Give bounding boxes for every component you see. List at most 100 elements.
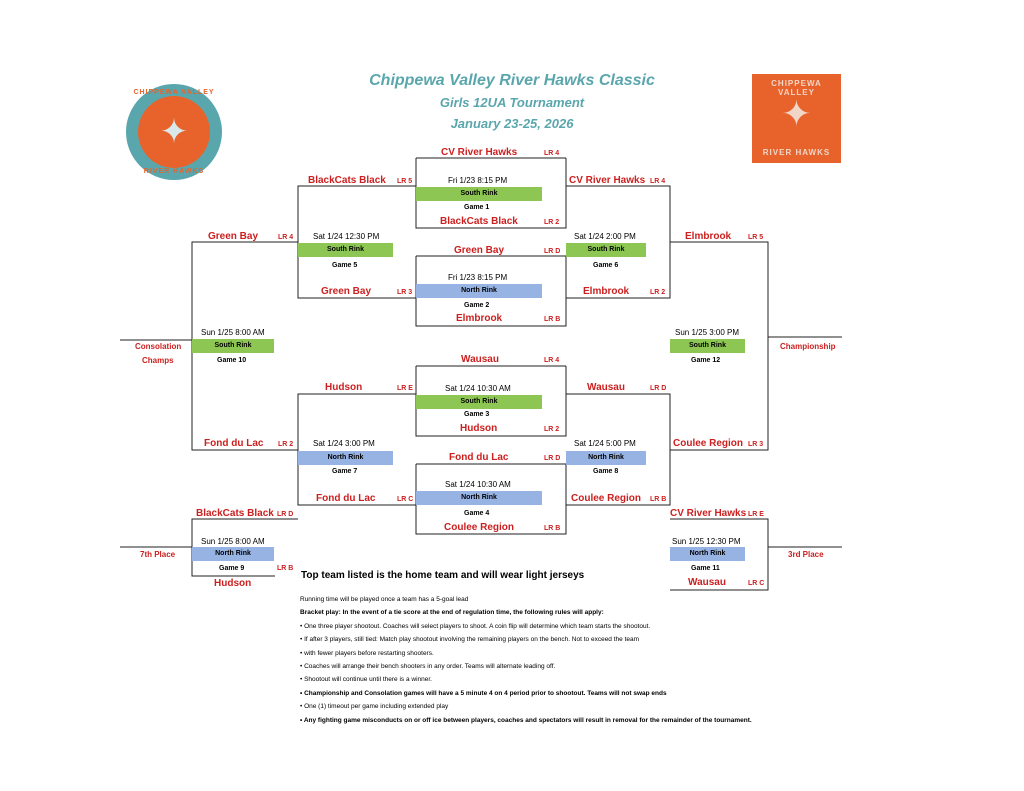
bracket-line-g11	[670, 518, 769, 591]
hawk-icon: ✦	[138, 96, 210, 168]
logo-left: CHIPPEWA VALLEY ✦ RIVER HAWKS	[126, 84, 222, 180]
locker-room: LR 3	[748, 441, 764, 448]
game-number: Game 3	[464, 411, 490, 418]
game-number: Game 8	[593, 468, 619, 475]
page-title: Chippewa Valley River Hawks Classic	[369, 72, 655, 89]
game-time: Fri 1/23 8:15 PM	[448, 273, 508, 282]
game-number: Game 6	[593, 262, 619, 269]
game-number: Game 9	[219, 565, 245, 572]
rule-item: • Any fighting game misconducts on or of…	[300, 716, 752, 724]
team-name: Green Bay	[321, 286, 372, 297]
logo-left-top-text: CHIPPEWA VALLEY	[133, 89, 215, 96]
game-number: Game 10	[217, 357, 247, 364]
rink-label: North Rink	[566, 451, 646, 465]
team-name: Wausau	[688, 577, 726, 588]
bracket-line-g12	[670, 241, 769, 451]
locker-room: LR 4	[650, 178, 666, 185]
rink-label: North Rink	[192, 547, 274, 561]
team-name: Wausau	[461, 354, 499, 365]
rule-item: • One three player shootout. Coaches wil…	[300, 622, 651, 630]
rink-label: North Rink	[416, 284, 542, 298]
page-subtitle: Girls 12UA Tournament	[439, 95, 585, 110]
team-name: Elmbrook	[583, 286, 630, 297]
locker-room: LR B	[277, 565, 294, 572]
third-place-label: 3rd Place	[788, 550, 824, 559]
rule-item: • One (1) timeout per game including ext…	[300, 703, 449, 711]
rink-label: South Rink	[670, 339, 745, 353]
event-dates: January 23-25, 2026	[450, 116, 574, 131]
team-name: CV River Hawks	[441, 147, 518, 158]
locker-room: LR 5	[397, 178, 413, 185]
bracket-line-g5	[297, 185, 416, 299]
logo-right-top-text: CHIPPEWA VALLEY	[771, 79, 822, 97]
team-name: Coulee Region	[571, 493, 642, 504]
team-name: Coulee Region	[673, 438, 744, 449]
locker-room: LR 3	[397, 289, 413, 296]
game-time: Sat 1/24 5:00 PM	[574, 439, 636, 448]
game-time: Sat 1/24 12:30 PM	[313, 232, 380, 241]
locker-room: LR D	[277, 511, 294, 518]
locker-room: LR 2	[278, 441, 294, 448]
rink-label: North Rink	[298, 451, 393, 465]
locker-room: LR B	[650, 496, 667, 503]
rink-label: South Rink	[416, 187, 542, 201]
team-name: Hudson	[214, 578, 252, 589]
consolation-label: Consolation	[135, 342, 182, 351]
game-number: Game 1	[464, 204, 490, 211]
game-time: Sat 1/24 10:30 AM	[445, 384, 511, 393]
seventh-place-label: 7th Place	[140, 550, 176, 559]
hawk-icon: ✦	[781, 93, 812, 134]
game-number: Game 12	[691, 357, 721, 364]
team-name: Hudson	[460, 423, 498, 434]
locker-room: LR E	[397, 385, 413, 392]
game-time: Sun 1/25 12:30 PM	[672, 537, 741, 546]
game-time: Sun 1/25 8:00 AM	[201, 537, 265, 546]
bracket-line-g7	[297, 393, 416, 506]
game-number: Game 4	[464, 510, 490, 517]
locker-room: LR 2	[544, 426, 560, 433]
locker-room: LR B	[544, 525, 561, 532]
locker-room: LR D	[544, 248, 561, 255]
locker-room: LR E	[748, 511, 764, 518]
team-name: Green Bay	[454, 245, 505, 256]
home-team-note: Top team listed is the home team and wil…	[301, 570, 585, 581]
game-time: Sat 1/24 2:00 PM	[574, 232, 636, 241]
rules-list: Running time will be played once a team …	[300, 593, 860, 727]
locker-room: LR C	[397, 496, 414, 503]
rink-label: South Rink	[298, 243, 393, 257]
locker-room: LR B	[544, 316, 561, 323]
game-time: Sat 1/24 3:00 PM	[313, 439, 375, 448]
team-name: BlackCats Black	[196, 508, 274, 519]
team-name: Fond du Lac	[316, 493, 376, 504]
rule-item: • Coaches will arrange their bench shoot…	[300, 662, 556, 670]
rule-item: • Shootout will continue until there is …	[300, 676, 432, 684]
game-number: Game 5	[332, 262, 358, 269]
team-name: Hudson	[325, 382, 363, 393]
rule-item: Running time will be played once a team …	[300, 596, 469, 603]
logo-left-bottom-text: RIVER HAWKS	[143, 168, 205, 175]
locker-room: LR D	[650, 385, 667, 392]
rink-label: South Rink	[416, 395, 542, 409]
team-name: Elmbrook	[685, 231, 732, 242]
team-name: CV River Hawks	[670, 508, 747, 519]
rink-label: South Rink	[566, 243, 646, 257]
team-name: Elmbrook	[456, 313, 503, 324]
rule-item: Bracket play: In the event of a tie scor…	[300, 609, 604, 617]
rink-label: North Rink	[670, 547, 745, 561]
game-time: Sun 1/25 3:00 PM	[675, 328, 740, 337]
team-name: BlackCats Black	[440, 216, 518, 227]
locker-room: LR 2	[650, 289, 666, 296]
rule-item: • Championship and Consolation games wil…	[300, 689, 667, 697]
locker-room: LR D	[544, 455, 561, 462]
logo-right: CHIPPEWA VALLEY ✦ RIVER HAWKS	[752, 74, 841, 163]
championship-label: Championship	[780, 342, 836, 351]
bracket-line-g8	[566, 393, 671, 506]
team-name: Fond du Lac	[449, 452, 509, 463]
game-time: Sat 1/24 10:30 AM	[445, 480, 511, 489]
locker-room: LR 4	[544, 150, 560, 157]
locker-room: LR 5	[748, 234, 764, 241]
team-name: BlackCats Black	[308, 175, 386, 186]
game-number: Game 7	[332, 468, 358, 475]
game-number: Game 11	[691, 565, 720, 572]
team-name: Green Bay	[208, 231, 259, 242]
